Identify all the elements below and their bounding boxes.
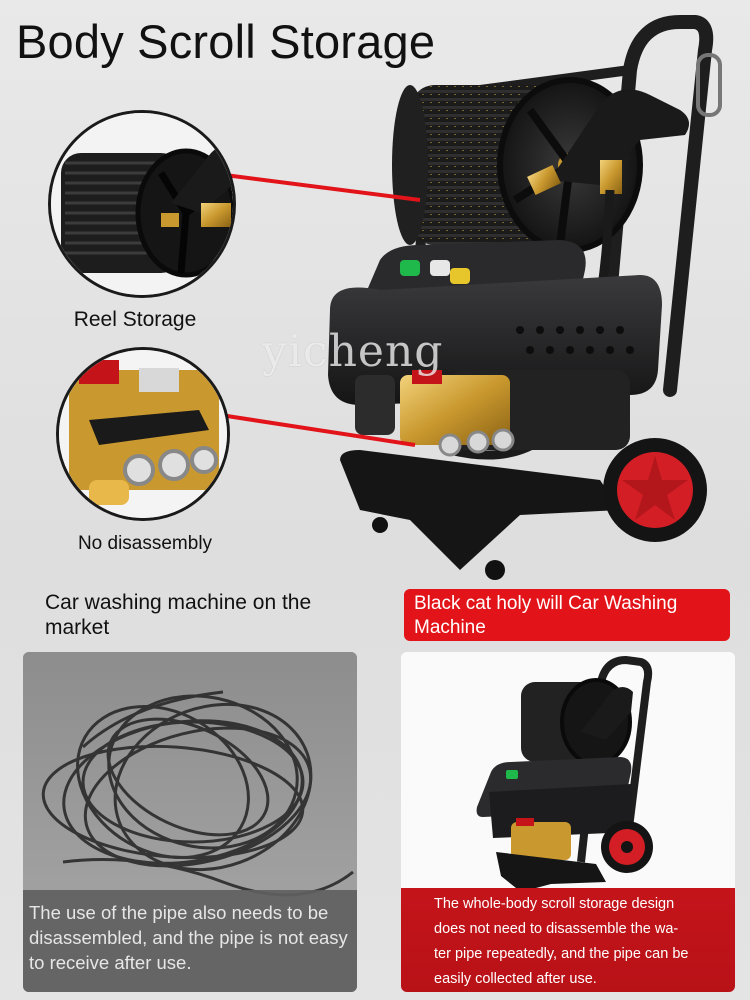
pump-head-icon (400, 370, 515, 457)
pump-callout-circle (56, 347, 230, 521)
pressure-washer-illustration (328, 15, 722, 580)
caption-line: easily collected after use. (434, 971, 597, 987)
market-machine-panel: The use of the pipe also needs to be dis… (23, 652, 357, 992)
brand-machine-caption: The whole-body scroll storage design doe… (401, 888, 735, 992)
brand-machine-title: Black cat holy will Car Washing Machine (404, 589, 730, 641)
handle-frame (593, 15, 714, 417)
caption-line: The whole-body scroll storage design (434, 896, 675, 912)
page-title: Body Scroll Storage (16, 15, 436, 68)
watermark: yicheng (262, 326, 444, 377)
brand-machine-photo (401, 652, 735, 892)
reel-callout-circle (48, 110, 236, 298)
reel-storage-label: Reel Storage (73, 308, 197, 331)
no-disassembly-label: No disassembly (77, 533, 213, 554)
wheel-icon (603, 438, 707, 542)
market-machine-title: Car washing machine on the market (45, 591, 312, 639)
brand-machine-panel: The whole-body scroll storage design doe… (401, 652, 735, 992)
spray-gun-icon (527, 89, 689, 195)
caption-line: ter pipe repeatedly, and the pipe can be (434, 946, 689, 962)
caption-line: does not need to disassemble the wa- (434, 921, 679, 937)
market-machine-caption: The use of the pipe also needs to be dis… (23, 890, 357, 992)
